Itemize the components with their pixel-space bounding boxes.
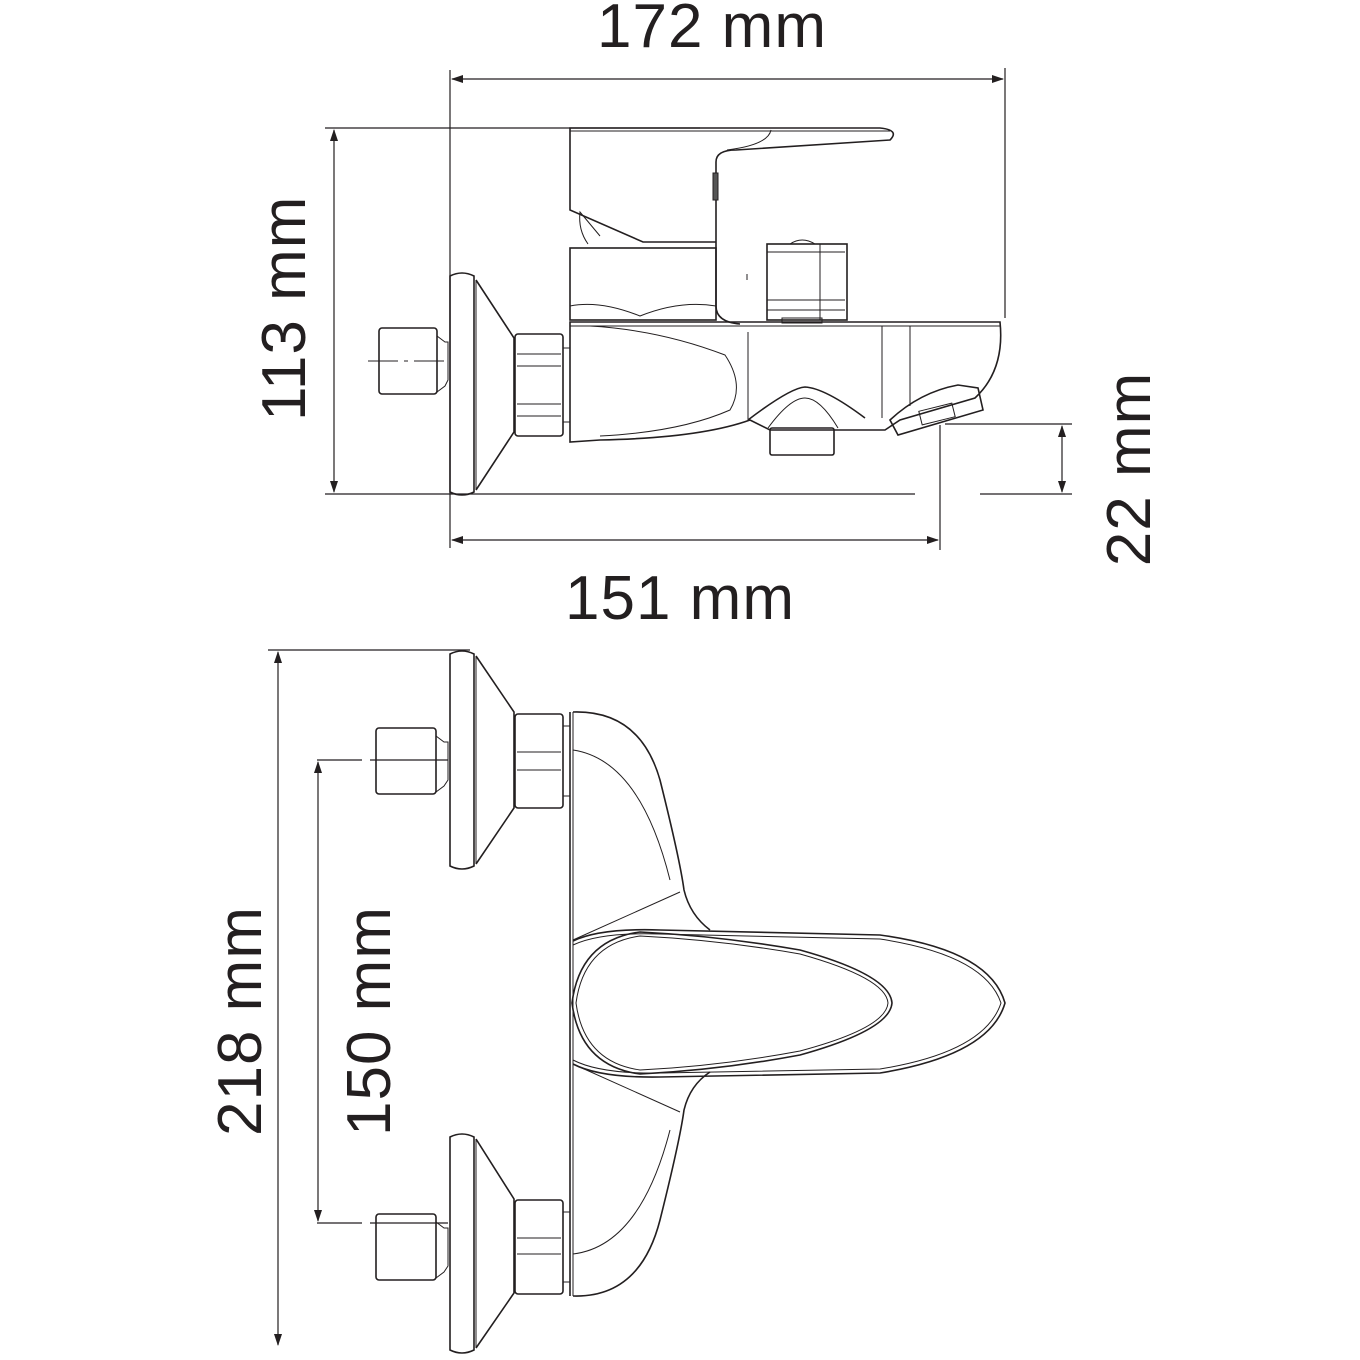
dimension-22mm-lines <box>945 423 1072 495</box>
dimension-label-overall-width: 218 mm <box>206 906 275 1136</box>
upper-wall-flange <box>375 650 571 870</box>
dimension-label-overall-height: 113 mm <box>250 195 319 421</box>
top-view <box>268 649 1006 1354</box>
dimension-172mm-lines <box>449 68 1006 548</box>
dimension-150mm-lines <box>314 759 448 1224</box>
cartridge-housing <box>569 127 895 325</box>
side-view <box>325 68 1072 550</box>
dimension-label-spout-clearance: 22 mm <box>1095 371 1164 567</box>
hex-nut <box>514 333 571 437</box>
dimension-151mm-lines <box>451 425 941 550</box>
diverter-knob <box>766 239 848 324</box>
lever-handle <box>571 928 1006 1078</box>
lower-wall-flange <box>375 1133 571 1354</box>
wall-flange <box>449 272 515 496</box>
dimension-label-spout-projection: 151 mm <box>565 564 795 633</box>
inlet-connector <box>368 327 449 395</box>
mixer-body <box>569 321 1002 456</box>
dimension-label-overall-length: 172 mm <box>597 0 827 61</box>
dimension-218mm-lines <box>268 649 470 1346</box>
body-top <box>569 711 711 1297</box>
dimension-label-inlet-centers: 150 mm <box>335 906 404 1136</box>
